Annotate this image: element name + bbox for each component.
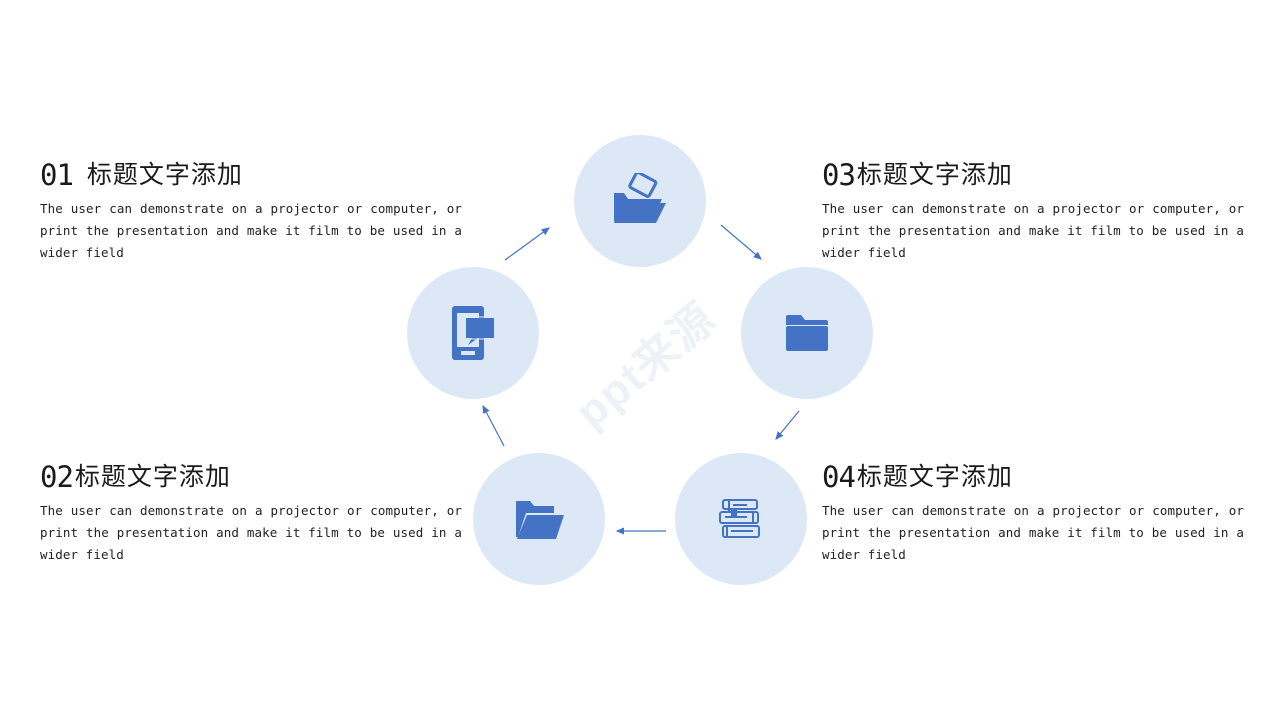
item-description: The user can demonstrate on a projector … — [40, 503, 462, 562]
phone-chat-icon — [452, 306, 496, 360]
cycle-node-bottom-left — [473, 453, 605, 585]
item-title: 标题文字添加 — [856, 160, 1013, 189]
cycle-node-top — [574, 135, 706, 267]
arrow-bottom-left-to-left — [482, 404, 505, 447]
item-02: 02 标题文字添加 The user can demonstrate on a … — [40, 458, 462, 566]
item-number: 03 — [822, 158, 856, 192]
item-title: 标题文字添加 — [86, 160, 243, 189]
item-description: The user can demonstrate on a projector … — [40, 201, 462, 260]
item-04: 04 标题文字添加 The user can demonstrate on a … — [822, 458, 1244, 566]
item-description: The user can demonstrate on a projector … — [822, 201, 1244, 260]
cycle-node-left — [407, 267, 539, 399]
item-number: 04 — [822, 460, 856, 494]
item-title: 标题文字添加 — [856, 462, 1013, 491]
item-03: 03 标题文字添加 The user can demonstrate on a … — [822, 156, 1244, 264]
item-heading: 01 标题文字添加 — [40, 156, 462, 190]
arrow-left-to-top — [504, 227, 550, 261]
item-heading: 02 标题文字添加 — [40, 458, 462, 492]
open-folder-with-card-icon — [614, 173, 666, 223]
arrow-top-to-right — [720, 224, 762, 260]
cycle-node-bottom-right — [675, 453, 807, 585]
folder-icon — [786, 315, 828, 351]
arrow-right-to-bottom-right — [775, 410, 800, 440]
item-01: 01 标题文字添加 The user can demonstrate on a … — [40, 156, 462, 264]
item-heading: 03 标题文字添加 — [822, 156, 1244, 190]
open-folder-icon — [516, 501, 564, 539]
item-title: 标题文字添加 — [74, 462, 231, 491]
books-icon — [719, 499, 760, 538]
cycle-node-right — [741, 267, 873, 399]
item-number: 02 — [40, 460, 74, 494]
item-description: The user can demonstrate on a projector … — [822, 503, 1244, 562]
item-heading: 04 标题文字添加 — [822, 458, 1244, 492]
item-number: 01 — [40, 158, 74, 192]
